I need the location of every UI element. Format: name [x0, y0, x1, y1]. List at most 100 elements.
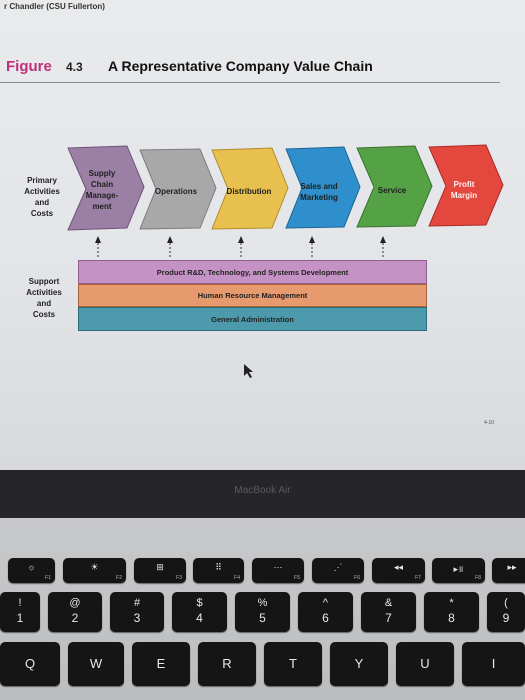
key-shift-char: # [133, 597, 141, 609]
brightness-up-icon: ☀ [90, 562, 99, 572]
mission-control-icon: ⊞ [156, 562, 164, 572]
key-f3[interactable]: ⊞ F3 [134, 558, 186, 583]
primary-activity-chevron [356, 145, 433, 228]
keyboard-deck: ☼ F1 ☀ F2 ⊞ F3 ⠿ F4 ⋯ F5 ⋰ F6 ◂◂ F7 ▸॥ F… [0, 518, 525, 700]
rewind-icon: ◂◂ [393, 562, 404, 572]
page-number: 4-10 [484, 420, 495, 426]
activity-label-profit-margin: Profit Margin [438, 179, 490, 201]
support-label-line: Costs [32, 310, 56, 319]
primary-activities-label: Primary Activities and Costs [16, 175, 68, 219]
key-char: Y [354, 656, 364, 671]
key-shift-char: ^ [322, 597, 329, 609]
key-f1[interactable]: ☼ F1 [8, 558, 55, 583]
fn-label: F5 [294, 575, 300, 581]
key-2[interactable]: @ 2 [48, 592, 102, 632]
support-bar-admin: General Administration [78, 307, 427, 331]
key-char: 7 [385, 611, 392, 625]
key-shift-char: % [257, 597, 268, 609]
activity-label-sales-marketing: Sales and Marketing [292, 181, 346, 203]
fn-label: F1 [45, 575, 51, 581]
activity-label-line: ment [92, 202, 112, 211]
value-chain-diagram [67, 144, 504, 378]
figure-label: Figure [6, 58, 52, 75]
key-char: E [156, 656, 166, 671]
key-f7[interactable]: ◂◂ F7 [372, 558, 425, 583]
activity-label-line: Manage- [85, 191, 119, 200]
key-shift-char: * [449, 597, 454, 609]
key-3[interactable]: # 3 [110, 592, 164, 632]
primary-label-line: Primary [27, 176, 57, 185]
key-i[interactable]: I [462, 642, 525, 686]
key-char: 3 [133, 611, 141, 625]
key-shift-char: @ [69, 597, 81, 609]
key-y[interactable]: Y [330, 642, 388, 686]
primary-activity-chevron [428, 144, 504, 227]
keyboard-light-down-icon: ⋯ [273, 562, 283, 572]
key-e[interactable]: E [132, 642, 190, 686]
key-f5[interactable]: ⋯ F5 [252, 558, 304, 583]
primary-activity-chevron [211, 147, 289, 230]
activity-label-service: Service [377, 186, 407, 195]
key-f8[interactable]: ▸॥ F8 [432, 558, 485, 583]
support-label-line: Support [28, 277, 60, 286]
activity-label-supply-chain: Supply Chain Manage- ment [78, 168, 126, 212]
key-f4[interactable]: ⠿ F4 [193, 558, 244, 583]
key-char: Q [24, 656, 36, 671]
key-char: I [491, 656, 496, 671]
activity-label-line: Profit [453, 180, 475, 189]
key-w[interactable]: W [68, 642, 124, 686]
fn-label: F3 [176, 575, 182, 581]
activity-label-line: Supply [88, 169, 116, 178]
key-f2[interactable]: ☀ F2 [63, 558, 126, 583]
fn-label: F8 [475, 575, 481, 581]
key-char: 4 [196, 611, 203, 625]
fn-label: F2 [116, 575, 122, 581]
support-bar-hr: Human Resource Management [78, 284, 427, 307]
key-char: R [222, 656, 232, 671]
key-q[interactable]: Q [0, 642, 60, 686]
key-4[interactable]: $ 4 [172, 592, 227, 632]
key-1[interactable]: ! 1 [0, 592, 40, 632]
key-shift-char: & [384, 597, 393, 609]
screen-bezel [0, 470, 525, 518]
play-pause-icon: ▸॥ [453, 564, 464, 574]
primary-label-line: and [34, 198, 50, 207]
key-f6[interactable]: ⋰ F6 [312, 558, 364, 583]
key-7[interactable]: & 7 [361, 592, 416, 632]
figure-title: A Representative Company Value Chain [108, 58, 373, 74]
key-shift-char: ! [18, 597, 22, 609]
support-activities-label: Support Activities and Costs [18, 276, 70, 320]
mouse-cursor [244, 364, 253, 378]
laptop-brand: MacBook Air [234, 485, 291, 496]
key-shift-char: $ [196, 597, 203, 609]
support-label-line: and [36, 299, 52, 308]
key-char: 6 [322, 611, 329, 625]
key-f9[interactable]: ▸▸ [492, 558, 525, 583]
primary-activity-chevron [139, 148, 217, 230]
key-8[interactable]: * 8 [424, 592, 479, 632]
support-label-line: Activities [26, 288, 62, 297]
key-9[interactable]: ( 9 [487, 592, 525, 632]
brightness-down-icon: ☼ [27, 562, 36, 572]
activity-label-line: Sales and [300, 182, 338, 191]
key-char: 9 [502, 611, 510, 625]
key-char: 1 [16, 611, 24, 625]
primary-label-line: Activities [24, 187, 60, 196]
activity-label-operations: Operations [154, 187, 198, 196]
header-text: r Chandler (CSU Fullerton) [4, 2, 105, 11]
key-6[interactable]: ^ 6 [298, 592, 353, 632]
key-char: U [420, 656, 430, 671]
keyboard-light-up-icon: ⋰ [333, 562, 343, 572]
key-u[interactable]: U [396, 642, 454, 686]
activity-label-line: Chain [90, 180, 114, 189]
primary-activity-chevron [285, 146, 361, 229]
key-t[interactable]: T [264, 642, 322, 686]
key-char: 5 [259, 611, 266, 625]
key-r[interactable]: R [198, 642, 256, 686]
arrow-head [95, 236, 386, 243]
launchpad-icon: ⠿ [215, 562, 222, 572]
key-char: T [289, 656, 297, 671]
key-5[interactable]: % 5 [235, 592, 290, 632]
fast-forward-icon: ▸▸ [507, 562, 517, 572]
key-shift-char: ( [504, 597, 508, 609]
